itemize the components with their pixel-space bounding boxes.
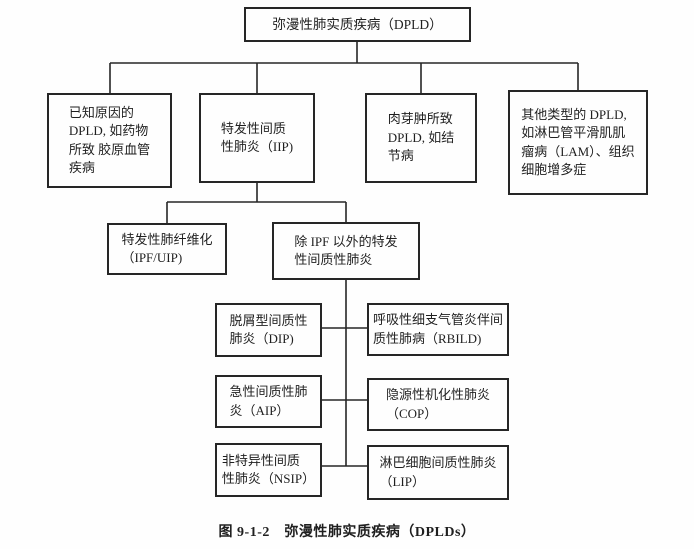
node-label: 除 IPF 以外的特发 性间质性肺炎 — [294, 233, 398, 267]
node-cop: 隐源性机化性肺炎 （COP） — [367, 378, 509, 431]
node-non-ipf-iip: 除 IPF 以外的特发 性间质性肺炎 — [272, 222, 420, 280]
node-granulomatous-dpld: 肉芽肿所致 DPLD, 如结 节病 — [365, 93, 477, 183]
figure-caption: 图 9-1-2 弥漫性肺实质疾病（DPLDs） — [218, 525, 476, 540]
node-dpld-root: 弥漫性肺实质疾病（DPLD） — [244, 7, 471, 42]
node-label: 隐源性机化性肺炎 （COP） — [385, 387, 490, 421]
node-label: 弥漫性肺实质疾病（DPLD） — [272, 16, 443, 32]
node-other-dpld: 其他类型的 DPLD, 如淋巴管平滑肌肌 瘤病（LAM）、组织 细胞增多症 — [508, 90, 648, 195]
node-ipf-uip: 特发性肺纤维化 （IPF/UIP) — [107, 223, 227, 275]
node-label: 特发性肺纤维化 （IPF/UIP) — [121, 231, 213, 265]
node-rbild: 呼吸性细支气管炎伴间 质性肺病（RBILD) — [367, 303, 509, 356]
node-label: 呼吸性细支气管炎伴间 质性肺病（RBILD) — [372, 312, 503, 346]
node-label: 脱屑型间质性 肺炎（DIP) — [229, 312, 308, 346]
node-label: 已知原因的 DPLD, 如药物 所致 胶原血管 疾病 — [68, 104, 151, 175]
node-label: 肉芽肿所致 DPLD, 如结 节病 — [387, 111, 455, 164]
node-label: 急性间质性肺 炎（AIP） — [229, 384, 308, 418]
node-label: 淋巴细胞间质性肺炎 （LIP） — [379, 455, 497, 489]
node-lip: 淋巴细胞间质性肺炎 （LIP） — [367, 445, 509, 500]
node-label: 其他类型的 DPLD, 如淋巴管平滑肌肌 瘤病（LAM）、组织 细胞增多症 — [521, 106, 635, 177]
node-label: 特发性间质 性肺炎（IIP) — [220, 120, 294, 154]
node-dip: 脱屑型间质性 肺炎（DIP) — [215, 303, 322, 357]
node-nsip: 非特异性间质 性肺炎（NSIP） — [215, 443, 322, 497]
node-iip: 特发性间质 性肺炎（IIP) — [199, 93, 315, 183]
node-label: 非特异性间质 性肺炎（NSIP） — [221, 452, 316, 486]
node-aip: 急性间质性肺 炎（AIP） — [215, 375, 322, 428]
node-known-cause-dpld: 已知原因的 DPLD, 如药物 所致 胶原血管 疾病 — [47, 93, 172, 188]
